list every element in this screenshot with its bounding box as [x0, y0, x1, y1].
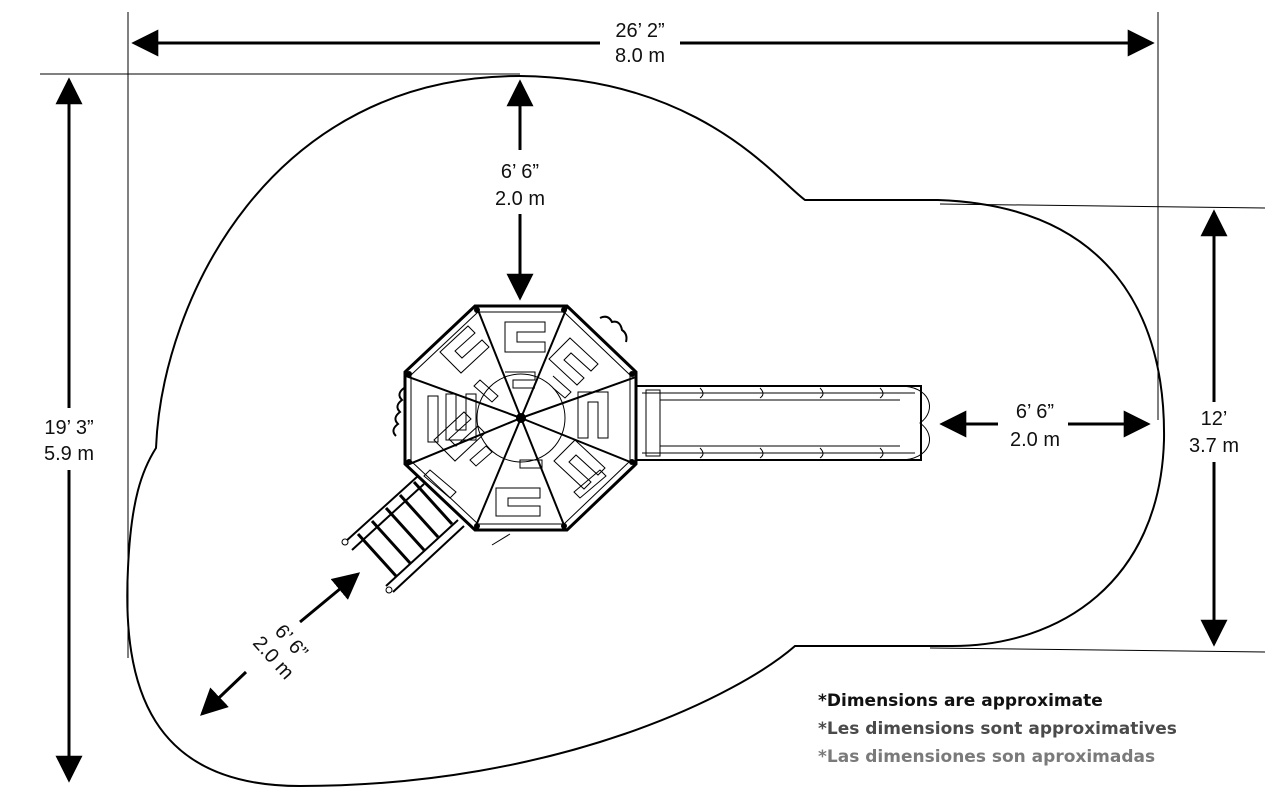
- overall-width-metric-label: 8.0 m: [615, 45, 665, 67]
- note-english: *Dimensions are approximate: [818, 691, 1103, 711]
- overall-depth-metric-label: 5.9 m: [44, 443, 94, 465]
- dimension-arrows: [55, 29, 1228, 783]
- octagon-deck: [392, 304, 638, 532]
- use-zone-outline: [126, 74, 1166, 787]
- approximate-dimensions-notes: *Dimensions are approximate *Les dimensi…: [818, 691, 1177, 767]
- slide-clearance-metric-label: 2.0 m: [1010, 429, 1060, 451]
- ladder-clearance-arrow-down: [200, 670, 248, 716]
- extension-lines: [40, 12, 1265, 658]
- ladder: [341, 475, 511, 594]
- right-depth-metric-label: 3.7 m: [1189, 435, 1239, 457]
- top-clearance-metric-label: 2.0 m: [495, 188, 545, 210]
- slide: [635, 385, 930, 461]
- ladder-clearance-arrow-up: [299, 572, 361, 624]
- overall-depth-imperial-label: 19’ 3”: [44, 417, 93, 439]
- note-french: *Les dimensions sont approximatives: [818, 719, 1177, 739]
- top-clearance-imperial-label: 6’ 6”: [501, 161, 539, 183]
- right-depth-imperial-label: 12’: [1201, 408, 1228, 430]
- note-spanish: *Las dimensiones son aproximadas: [818, 747, 1155, 767]
- slide-clearance-imperial-label: 6’ 6”: [1016, 401, 1054, 423]
- overall-width-imperial-label: 26’ 2”: [615, 20, 664, 42]
